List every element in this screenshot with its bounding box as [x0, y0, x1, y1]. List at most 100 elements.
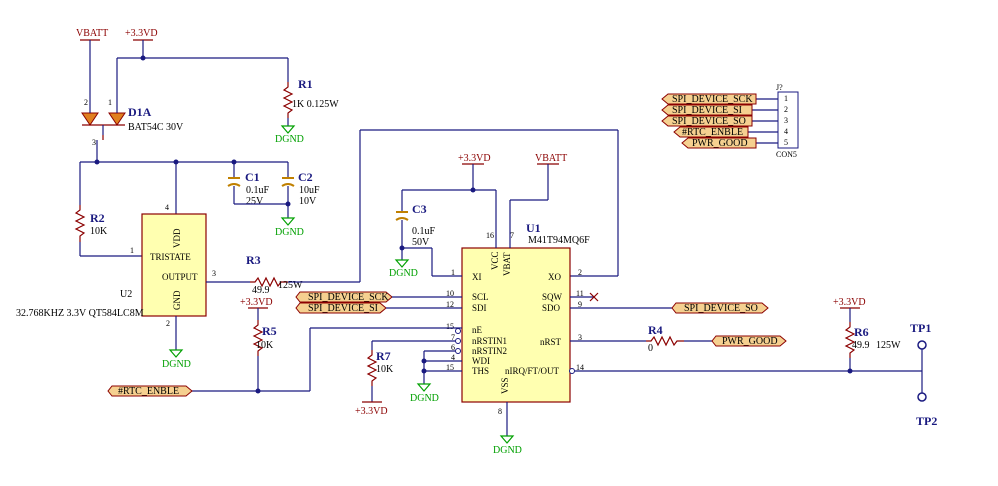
svg-text:C2: C2: [298, 170, 313, 184]
v33-power-symbol-r6: +3.3VD: [833, 297, 866, 309]
svg-text:4: 4: [165, 203, 169, 212]
svg-text:VBATT: VBATT: [76, 28, 108, 39]
svg-text:DGND: DGND: [493, 445, 522, 456]
svg-text:11: 11: [576, 289, 584, 298]
svg-text:+3.3VD: +3.3VD: [125, 28, 158, 39]
svg-text:1: 1: [130, 246, 134, 255]
svg-text:XO: XO: [548, 272, 561, 282]
svg-text:0.1uF: 0.1uF: [246, 185, 270, 196]
svg-text:6: 6: [451, 343, 455, 352]
v33-power-symbol-1: +3.3VD: [125, 28, 158, 41]
svg-text:TP1: TP1: [910, 321, 931, 335]
r2-resistor: R2 10K: [74, 205, 108, 242]
svg-text:3: 3: [784, 116, 788, 125]
connector-con5: J? 1 2 3 4 5 CON5: [748, 83, 799, 159]
svg-text:#RTC_ENBLE: #RTC_ENBLE: [118, 386, 179, 397]
svg-text:nRSTIN1: nRSTIN1: [472, 336, 507, 346]
svg-text:2: 2: [84, 98, 88, 107]
svg-text:16: 16: [486, 231, 494, 240]
svg-text:3: 3: [212, 269, 216, 278]
svg-text:125W: 125W: [278, 280, 303, 291]
svg-text:CON5: CON5: [776, 150, 797, 159]
svg-text:3: 3: [92, 138, 96, 147]
v33-power-symbol-u1: +3.3VD: [458, 153, 491, 165]
svg-text:DGND: DGND: [389, 268, 418, 279]
svg-text:OUTPUT: OUTPUT: [162, 272, 198, 282]
svg-text:10K: 10K: [256, 340, 274, 351]
svg-text:10V: 10V: [299, 196, 317, 207]
svg-text:VBAT: VBAT: [502, 252, 512, 276]
svg-text:SPI_DEVICE_SCK: SPI_DEVICE_SCK: [672, 94, 753, 105]
svg-text:+3.3VD: +3.3VD: [240, 297, 273, 308]
svg-text:10: 10: [446, 289, 454, 298]
net-tag-pwr-good-right: PWR_GOOD: [711, 335, 787, 347]
net-tag-rtc-enble-left: #RTC_ENBLE: [107, 385, 193, 397]
svg-text:4: 4: [784, 127, 788, 136]
c2-capacitor: C2 10uF 10V: [281, 170, 320, 207]
net-tag-spi-so-conn: SPI_DEVICE_SO: [661, 115, 753, 127]
svg-text:15: 15: [446, 363, 454, 372]
svg-text:SDO: SDO: [542, 303, 561, 313]
gnd-symbol-r1: DGND: [275, 125, 304, 145]
r6-resistor: R6 49.9 125W: [844, 322, 901, 358]
d1a-diode: 2 1 3 D1A BAT54C 30V: [81, 98, 184, 147]
gnd-symbol-u2: DGND: [162, 349, 191, 370]
svg-text:VCC: VCC: [490, 251, 500, 270]
gnd-symbol-r7: DGND: [410, 383, 439, 404]
svg-text:U2: U2: [120, 289, 132, 300]
r7-resistor: R7 10K: [366, 349, 394, 386]
svg-text:PWR_GOOD: PWR_GOOD: [692, 138, 748, 149]
svg-text:SPI_DEVICE_SO: SPI_DEVICE_SO: [672, 116, 746, 127]
svg-text:nIRQ/FT/OUT: nIRQ/FT/OUT: [505, 366, 560, 376]
svg-text:DGND: DGND: [275, 227, 304, 238]
net-tag-rtc-enble-conn: #RTC_ENBLE: [673, 126, 749, 138]
svg-text:7: 7: [451, 333, 455, 342]
net-tag-spi-so-right: SPI_DEVICE_SO: [671, 302, 769, 314]
svg-text:PWR_GOOD: PWR_GOOD: [722, 336, 778, 347]
svg-text:2: 2: [166, 319, 170, 328]
svg-text:0: 0: [648, 343, 653, 354]
tp2-testpoint: TP2: [916, 371, 937, 428]
svg-text:U1: U1: [526, 221, 541, 235]
svg-text:2: 2: [578, 268, 582, 277]
svg-text:1K 0.125W: 1K 0.125W: [292, 99, 339, 110]
svg-text:+3.3VD: +3.3VD: [355, 406, 388, 417]
v33-power-symbol-r7: +3.3VD: [355, 401, 388, 417]
svg-text:SPI_DEVICE_SCK: SPI_DEVICE_SCK: [308, 292, 389, 303]
svg-text:C3: C3: [412, 202, 427, 216]
r4-resistor: R4 0: [646, 323, 684, 354]
svg-text:50V: 50V: [412, 237, 430, 248]
svg-text:nE: nE: [472, 325, 483, 335]
svg-text:7: 7: [510, 231, 514, 240]
svg-text:SPI_DEVICE_SI: SPI_DEVICE_SI: [308, 303, 378, 314]
vbatt-power-symbol-1: VBATT: [76, 28, 108, 41]
v33-power-symbol-r5: +3.3VD: [240, 297, 273, 309]
svg-text:VSS: VSS: [500, 377, 510, 394]
u2-oscillator: VDD TRISTATE OUTPUT GND 4 1 3 2 U2 32.76…: [16, 203, 216, 328]
svg-text:5: 5: [784, 138, 788, 147]
svg-text:49.9: 49.9: [252, 285, 270, 296]
svg-text:12: 12: [446, 300, 454, 309]
svg-text:WDI: WDI: [472, 356, 490, 366]
svg-text:SPI_DEVICE_SI: SPI_DEVICE_SI: [672, 105, 742, 116]
svg-text:BAT54C 30V: BAT54C 30V: [128, 122, 184, 133]
u1-rtc: U1 M41T94MQ6F VCC VBAT 16 7 XI SCL SDI n…: [446, 221, 590, 416]
net-tag-spi-si-conn: SPI_DEVICE_SI: [661, 104, 753, 116]
gnd-symbol-c2: DGND: [275, 217, 304, 238]
svg-text:DGND: DGND: [275, 134, 304, 145]
gnd-symbol-c3: DGND: [389, 259, 418, 279]
svg-text:R3: R3: [246, 253, 261, 267]
svg-text:R4: R4: [648, 323, 663, 337]
svg-text:SCL: SCL: [472, 292, 489, 302]
svg-text:VDD: VDD: [172, 228, 182, 248]
vbatt-power-symbol-u1: VBATT: [535, 153, 567, 165]
svg-text:0.1uF: 0.1uF: [412, 226, 436, 237]
net-tag-spi-sck-left: SPI_DEVICE_SCK: [295, 291, 393, 303]
svg-text:XI: XI: [472, 272, 482, 282]
svg-text:8: 8: [498, 407, 502, 416]
svg-text:10K: 10K: [90, 226, 108, 237]
svg-text:10uF: 10uF: [299, 185, 320, 196]
c3-capacitor: C3 0.1uF 50V: [395, 202, 436, 248]
